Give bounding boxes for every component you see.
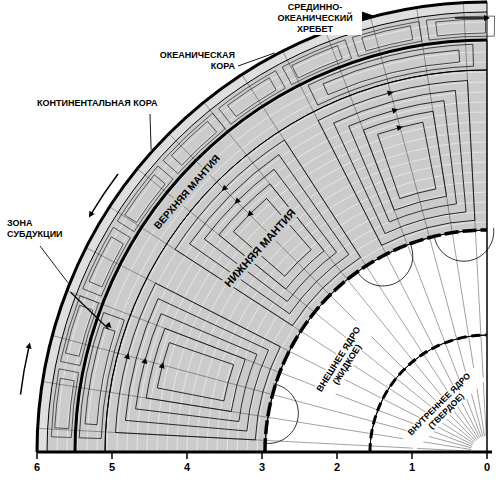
layer-label: ВНУТРЕННЕЕ ЯДРО (ТВЕРДОЕ) bbox=[401, 366, 486, 451]
callout-label: ОКЕАНИЧЕСКАЯ КОРА bbox=[142, 50, 236, 72]
hatch-line bbox=[87, 52, 487, 452]
convection-cell bbox=[79, 313, 124, 439]
arrow-head bbox=[105, 322, 111, 328]
arrow-head bbox=[396, 125, 403, 131]
axis-tick bbox=[111, 452, 113, 459]
convection-cell bbox=[190, 155, 349, 314]
axis-number: 2 bbox=[327, 461, 347, 474]
axis-number: 0 bbox=[477, 461, 497, 474]
callout-label: КОНТИНЕНТАЛЬНАЯ КОРА bbox=[36, 98, 158, 109]
axis-tick bbox=[36, 452, 38, 459]
hatch-line bbox=[147, 112, 487, 452]
arrow-head bbox=[159, 362, 165, 369]
convection-cell bbox=[436, 19, 486, 36]
axis-tick bbox=[186, 452, 188, 459]
inner-core-boundary bbox=[370, 335, 487, 452]
layer-label: ВНЕШНЕЕ ЯДРО (ЖИДКОЕ) bbox=[311, 319, 375, 405]
axis-number: 5 bbox=[102, 461, 122, 474]
illustration-group bbox=[21, 2, 495, 459]
convection-cell bbox=[349, 101, 457, 222]
hatch-line bbox=[57, 22, 487, 452]
arrow-head bbox=[26, 342, 32, 349]
arrow-head bbox=[387, 91, 394, 97]
axis-tick bbox=[411, 452, 413, 459]
hatch-line bbox=[127, 92, 487, 452]
axis-number: 4 bbox=[177, 461, 197, 474]
band-outline bbox=[105, 70, 487, 452]
hatch-line bbox=[117, 82, 487, 452]
hatch-line bbox=[67, 32, 487, 452]
convection-cell bbox=[363, 111, 446, 210]
axis-tick bbox=[336, 452, 338, 459]
convection-cell bbox=[308, 44, 473, 105]
motion-arrow bbox=[455, 17, 484, 19]
band-outline bbox=[265, 230, 487, 452]
convection-cell bbox=[204, 169, 336, 301]
convection-cell bbox=[323, 50, 460, 95]
core-flow-loop bbox=[356, 242, 413, 286]
leader-line bbox=[238, 53, 275, 66]
axis-tick bbox=[486, 452, 488, 459]
radial-line bbox=[326, 32, 482, 437]
axis-number: 3 bbox=[252, 461, 272, 474]
crust-fill bbox=[37, 2, 487, 452]
layer-band: ВНУТРЕННЕЕ ЯДРО (ТВЕРДОЕ) bbox=[370, 335, 487, 452]
hatch-line bbox=[167, 132, 487, 452]
band-outline-path bbox=[105, 70, 487, 452]
layer-label: НИЖНЯЯ МАНТИЯ bbox=[221, 205, 300, 291]
core-flow-loop bbox=[434, 228, 494, 261]
leader-line bbox=[40, 246, 68, 283]
callout-label: ЗОНА СУБДУКЦИИ bbox=[6, 218, 72, 240]
convection-cell bbox=[378, 122, 436, 198]
radial-line bbox=[86, 248, 473, 445]
convection-cell bbox=[228, 78, 277, 117]
convection-cell bbox=[136, 314, 257, 422]
convection-cell bbox=[318, 81, 475, 246]
arrow-head bbox=[235, 197, 241, 203]
core-boundary bbox=[265, 230, 487, 452]
layer-band: НИЖНЯЯ МАНТИЯ bbox=[105, 70, 487, 452]
band-outline-path bbox=[370, 335, 487, 452]
mantle-fill bbox=[37, 2, 487, 452]
subduction-arrow bbox=[71, 292, 109, 329]
arrow-head bbox=[124, 353, 130, 360]
motion-arrow bbox=[91, 174, 118, 214]
callout-label: СРЕДИННО- ОКЕАНИЧЕСКИЙ ХРЕБЕТ bbox=[268, 2, 362, 35]
motion-arrow bbox=[21, 346, 30, 394]
convection-cell bbox=[55, 378, 74, 428]
arrow-head bbox=[484, 15, 490, 21]
leader-line bbox=[150, 114, 151, 150]
arrow-head bbox=[392, 108, 399, 114]
convection-cell bbox=[157, 343, 233, 401]
convection-cell bbox=[116, 283, 281, 440]
convection-cell bbox=[89, 237, 123, 287]
hatch-line bbox=[137, 102, 487, 452]
radial-line bbox=[283, 51, 480, 438]
axis-number: 6 bbox=[27, 461, 47, 474]
crust-base-line bbox=[47, 12, 487, 452]
convection-cell bbox=[125, 299, 268, 431]
axis-tick bbox=[261, 452, 263, 459]
layer-label: ВЕРХНЯЯ МАНТИЯ bbox=[151, 151, 224, 233]
axis-number: 1 bbox=[402, 461, 422, 474]
arrow-head bbox=[89, 211, 95, 218]
arrow-head bbox=[247, 210, 253, 216]
hatch-line bbox=[107, 72, 487, 452]
convection-cell bbox=[334, 90, 466, 233]
arrow-head bbox=[141, 358, 147, 365]
radial-line bbox=[169, 134, 476, 441]
band-outline-path bbox=[265, 230, 487, 452]
convection-cell bbox=[146, 328, 245, 411]
radial-line bbox=[67, 291, 472, 447]
arrow-head bbox=[222, 185, 228, 191]
hatch-line bbox=[97, 62, 487, 452]
layer-band: ВНЕШНЕЕ ЯДРО (ЖИДКОЕ) bbox=[265, 230, 487, 452]
surface-line bbox=[37, 2, 487, 452]
